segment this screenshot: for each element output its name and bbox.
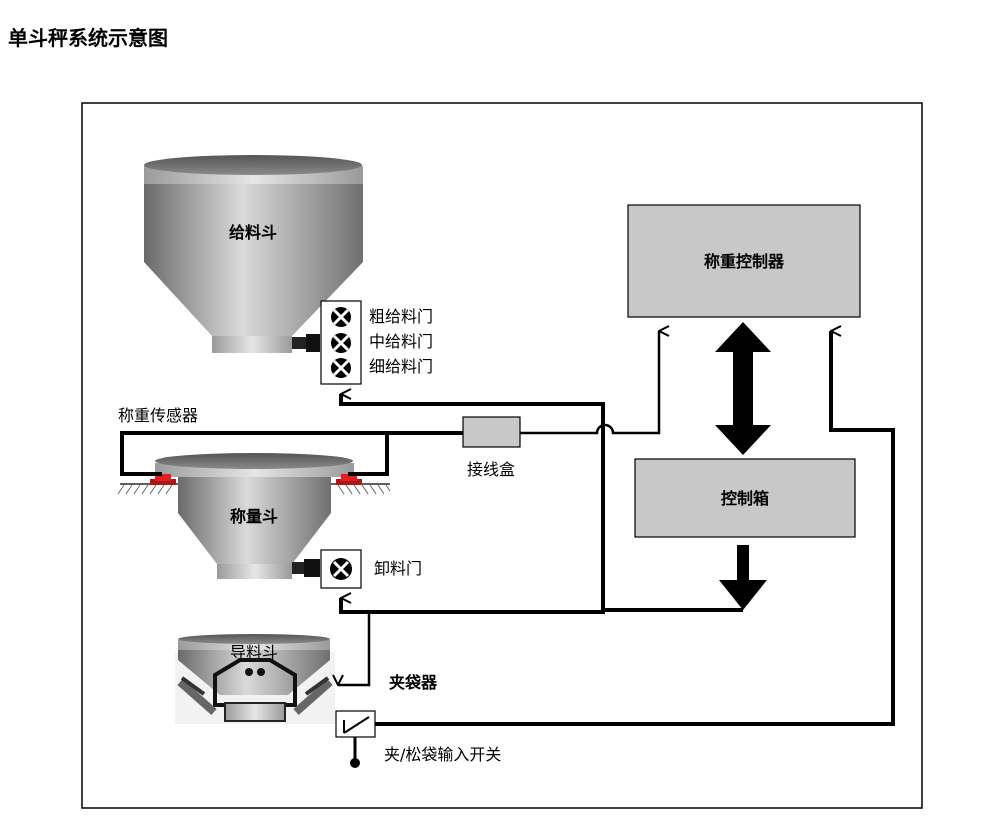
junction-box-label: 接线盒 [467, 460, 515, 479]
clamp-switch[interactable]: 夹/松袋输入开关 [335, 710, 501, 768]
fine-gate-label: 细给料门 [369, 357, 433, 376]
discharge-gate-label: 卸料门 [374, 559, 422, 578]
fine-gate-valve-icon[interactable] [331, 358, 351, 378]
weigh-hopper-label: 称量斗 [230, 507, 278, 526]
switch-input-wire [375, 331, 895, 726]
clamp-switch-label: 夹/松袋输入开关 [384, 745, 501, 764]
wiring [120, 331, 895, 726]
bag-clamp-wire [338, 612, 371, 687]
load-cell-label: 称重传感器 [118, 406, 198, 425]
feed-hopper: 给料斗 [144, 155, 363, 353]
guide-hopper-label: 导料斗 [230, 643, 278, 662]
discharge-gate-valve-icon[interactable] [330, 558, 352, 580]
discharge-gate-wire [339, 598, 605, 614]
control-box-label: 控制箱 [721, 489, 769, 508]
control-output-arrow-icon [719, 545, 767, 610]
junction-to-controller-wire [520, 331, 659, 435]
coarse-gate-valve-icon[interactable] [331, 307, 351, 327]
guide-hopper: 导料斗 [175, 634, 335, 724]
control-box[interactable]: 控制箱 [634, 458, 856, 538]
load-cell-wire-right [348, 433, 389, 476]
discharge-gate: 卸料门 [320, 549, 422, 589]
medium-gate-valve-icon[interactable] [331, 333, 351, 353]
junction-box: 接线盒 [462, 416, 521, 479]
feed-hopper-label: 给料斗 [229, 223, 277, 242]
weighing-controller[interactable]: 称重控制器 [627, 204, 861, 318]
weighing-controller-label: 称重控制器 [704, 252, 785, 271]
left-load-cell-icon [150, 474, 176, 485]
data-link-double-arrow-icon [715, 322, 771, 455]
switch-contact-icon [343, 716, 370, 734]
right-load-cell-icon [336, 474, 362, 485]
load-cell-wire [120, 431, 463, 476]
page-title: 单斗秤系统示意图 [8, 26, 168, 50]
bag-clamp-label: 夹袋器 [389, 673, 438, 692]
feed-gates: 粗给料门 中给料门 细给料门 [320, 300, 433, 385]
medium-gate-label: 中给料门 [369, 332, 433, 351]
feed-gate-control-wire [339, 394, 743, 612]
coarse-gate-label: 粗给料门 [369, 307, 433, 326]
